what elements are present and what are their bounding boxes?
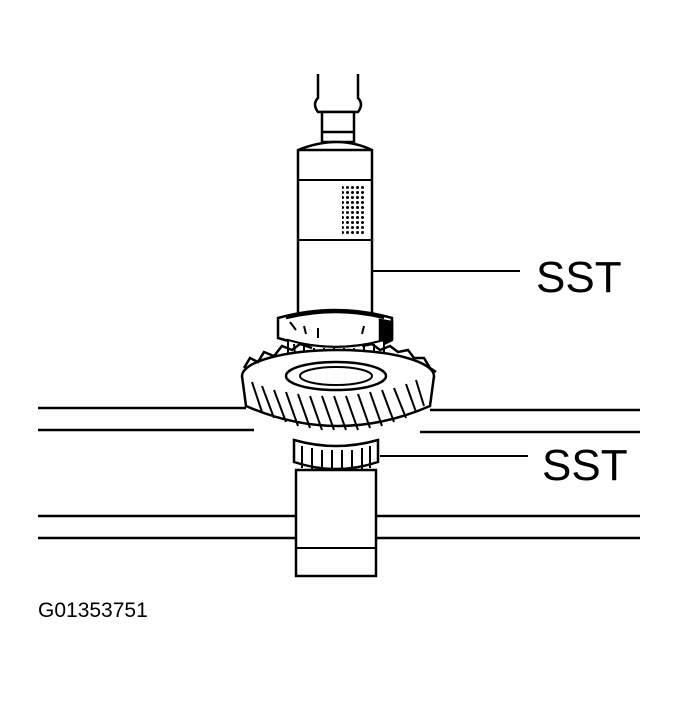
press-rod xyxy=(313,74,363,144)
leader-lines xyxy=(372,270,528,457)
lower-bearing xyxy=(292,438,380,472)
knurled-grip xyxy=(342,186,366,236)
sst-upper-tool xyxy=(296,140,374,334)
press-bed-rails xyxy=(38,406,640,540)
helical-gear xyxy=(240,342,437,431)
figure-code: G01353751 xyxy=(38,599,148,622)
upper-bearing-ring xyxy=(276,308,394,349)
sst-label-upper: SST xyxy=(536,253,622,302)
sst-label-lower: SST xyxy=(542,441,628,490)
sst-lower-tool xyxy=(294,468,378,578)
